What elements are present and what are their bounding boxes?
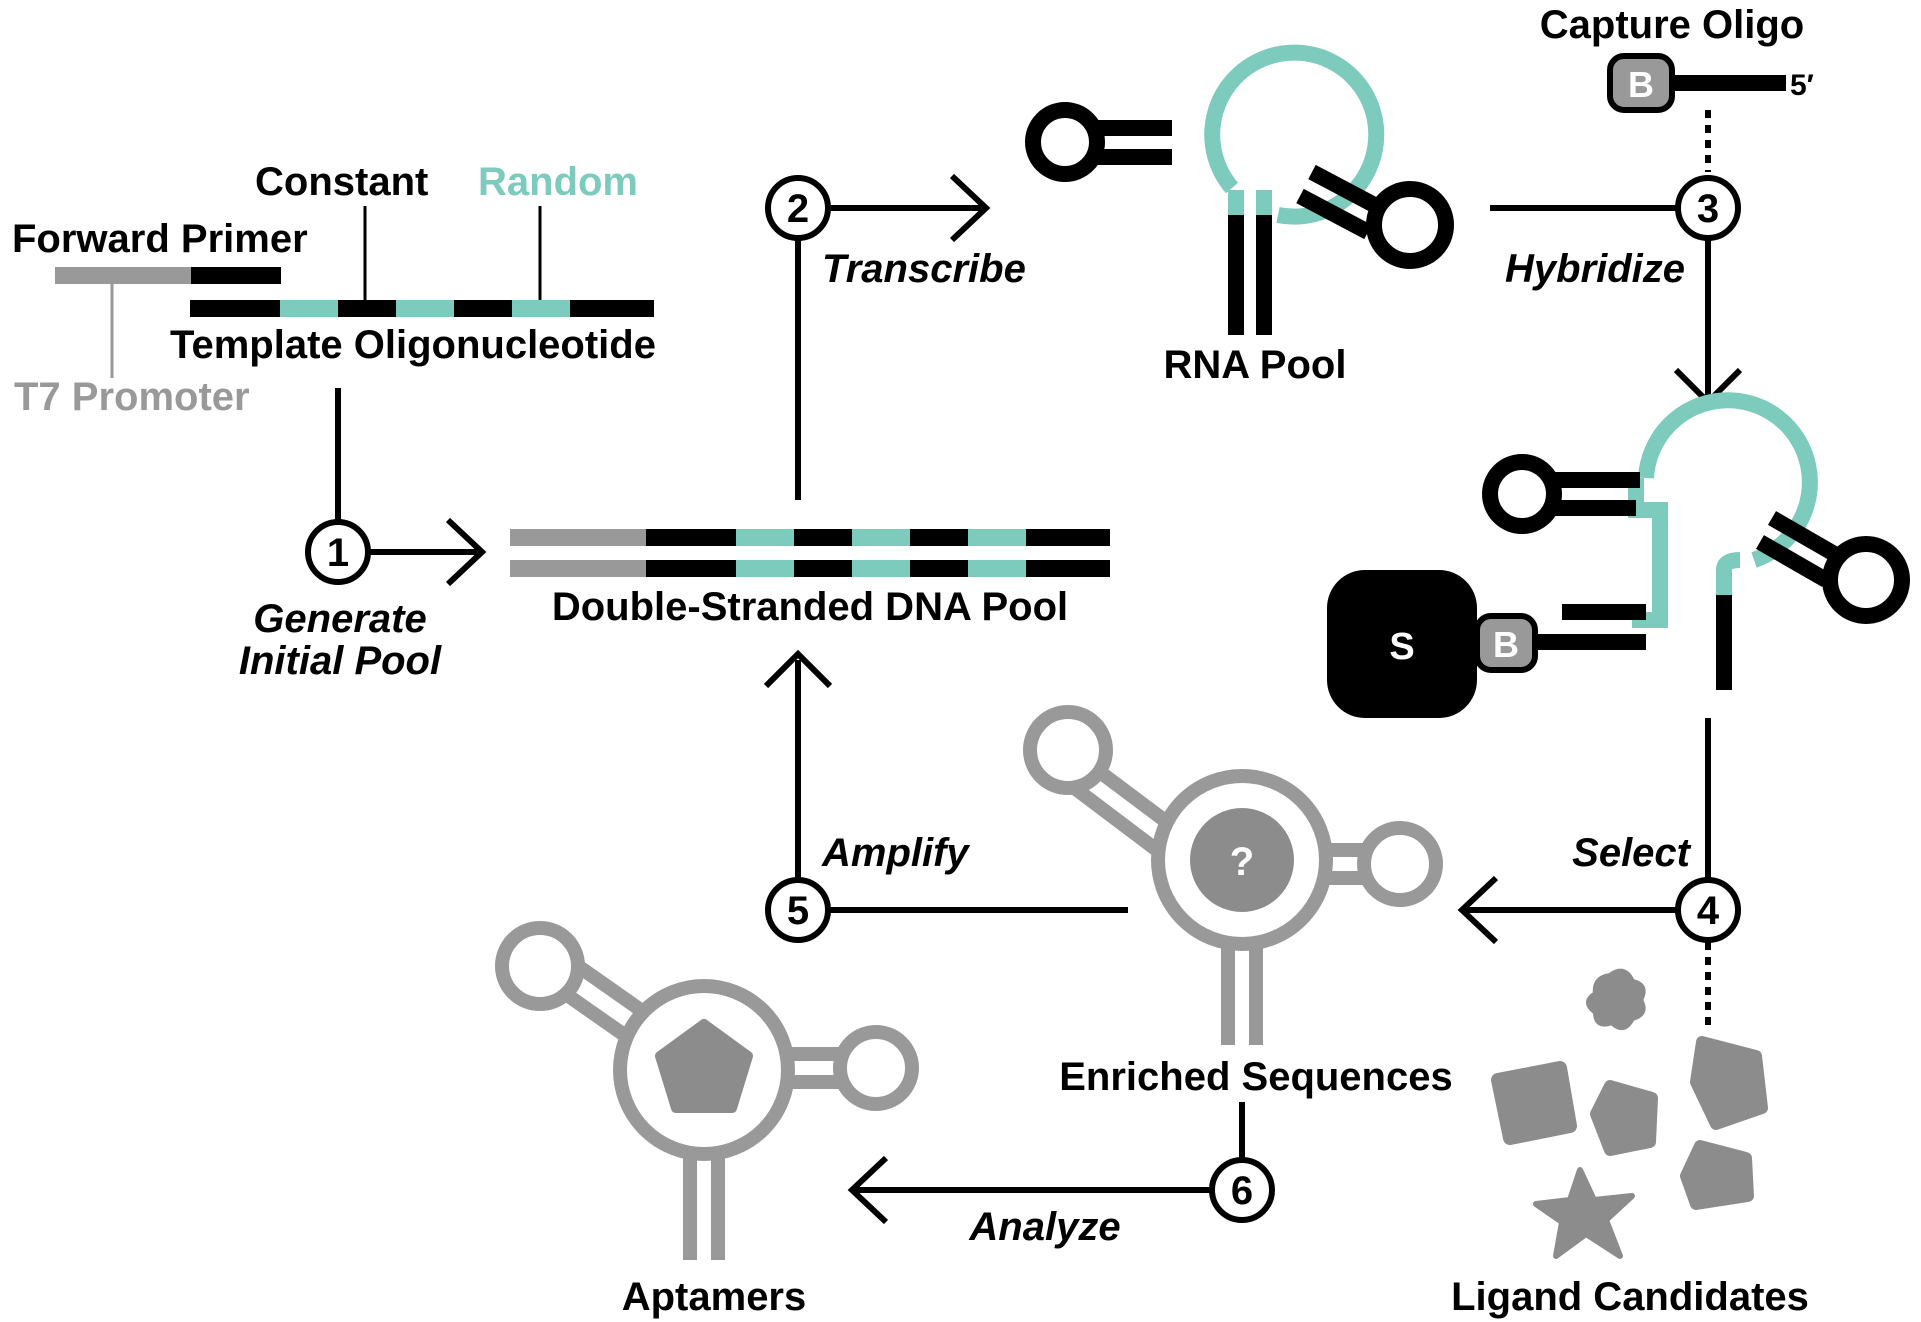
step-5-label: Amplify [821,831,970,875]
aptamers-label: Aptamers [622,1275,807,1319]
step-2-number: 2 [787,187,809,231]
step-1-label-line1: Generate [253,597,426,641]
ligand-candidates: Ligand Candidates [1451,968,1809,1319]
five-prime-label: 5′ [1790,69,1814,102]
ligand-shape-star [1586,968,1646,1031]
step-5-number: 5 [787,889,809,933]
step-2: 2 Transcribe [765,173,1026,500]
arrow-head [847,1155,889,1225]
step-2-label: Transcribe [822,247,1026,291]
step-6-label: Analyze [968,1205,1120,1249]
dsdna-strand-bottom [510,560,1110,577]
step-1-label-line2: Initial Pool [239,639,442,683]
template-label: Template Oligonucleotide [170,323,656,367]
step-6-circle [1209,1157,1275,1223]
enriched-structure: ? Enriched Sequences [1023,705,1453,1099]
arrow-head [445,517,487,587]
step-2-circle [765,175,831,241]
step-6: 6 Analyze [847,1102,1275,1249]
step-4-circle [1675,877,1741,943]
step-3: 3 Hybridize [1490,175,1743,407]
ligands-label: Ligand Candidates [1451,1275,1809,1319]
step-4-label: Select [1572,831,1692,875]
capture-oligo-label: Capture Oligo [1540,3,1804,47]
template-section: Forward Primer Constant Random Template … [12,160,656,419]
step-1: 1 Generate Initial Pool [239,388,487,683]
arrow-head [1457,875,1499,945]
unknown-ligand [1190,808,1294,912]
step-4: 4 Select [1457,718,1741,1030]
step-4-number: 4 [1697,889,1720,933]
arrow-head [763,649,833,689]
aptamer-structure: Aptamers [495,921,919,1319]
ligand-shape-pentagon-3 [1680,1140,1754,1210]
biotin-label: B [1628,64,1654,105]
step-1-number: 1 [327,531,349,575]
biotin-label-bound: B [1493,624,1519,665]
arrow-head [949,173,991,243]
random-label: Random [478,160,638,204]
step-1-circle [305,519,371,585]
biotin-tag-bound [1474,613,1538,673]
rna-pool-label: RNA Pool [1164,343,1347,387]
streptavidin-block [1327,570,1477,718]
bound-ligand [655,1019,753,1113]
dsdna-pool: Double-Stranded DNA Pool [510,529,1110,629]
streptavidin-label: S [1389,626,1414,668]
t7-promoter-label: T7 Promoter [14,375,250,419]
constant-label: Constant [255,160,428,204]
step-5: 5 Amplify [763,649,1128,943]
step-3-label: Hybridize [1505,247,1685,291]
step-5-circle [765,877,831,943]
ligand-shape-square [1491,1061,1577,1145]
step-6-number: 6 [1231,1169,1253,1213]
forward-primer-strand [55,267,281,284]
dsdna-strand-top [510,529,1110,546]
forward-primer-label: Forward Primer [12,217,308,261]
ligand-shape-star-2 [1533,1167,1635,1259]
hybridized-complex: S B [1327,392,1910,718]
capture-strand [1672,75,1786,91]
template-strand [190,300,654,317]
enriched-label: Enriched Sequences [1059,1055,1452,1099]
step-3-number: 3 [1697,187,1719,231]
dsdna-pool-label: Double-Stranded DNA Pool [552,585,1068,629]
unknown-label: ? [1230,840,1254,884]
step-3-circle [1675,175,1741,241]
ligand-shape-pentagon [1690,1036,1768,1130]
capture-oligo: Capture Oligo B 5′ [1540,3,1814,172]
ligand-shape-pentagon-2 [1590,1080,1658,1156]
rna-structure: RNA Pool [1025,44,1454,387]
